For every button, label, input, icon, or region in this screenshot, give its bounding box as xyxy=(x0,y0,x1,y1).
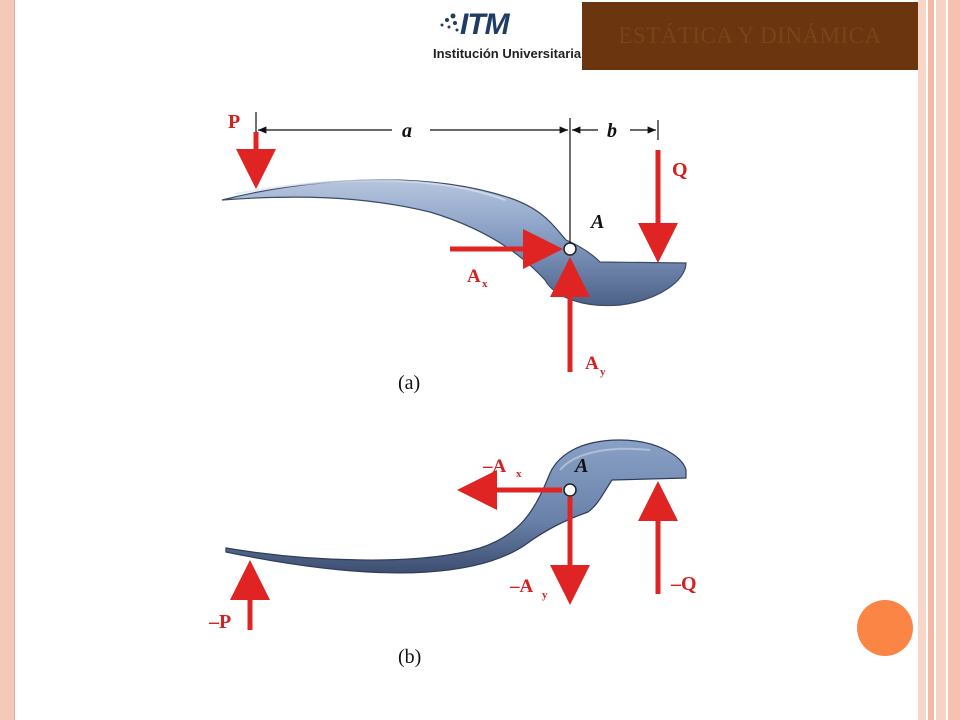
force-Ay-subscript: y xyxy=(600,366,606,378)
right-bar-2 xyxy=(928,0,934,720)
dim-b-label: b xyxy=(607,120,617,142)
dim-a-label: a xyxy=(402,120,412,142)
logo-mark: ITM xyxy=(460,8,510,41)
lever-a-body xyxy=(221,179,687,307)
pin-a-label: A xyxy=(589,211,604,233)
force-Ay-label: A xyxy=(585,353,599,374)
caption-a: (a) xyxy=(398,372,420,394)
institution-logo: ITM Institución Universitaria xyxy=(433,6,582,68)
force-Ax-label: A xyxy=(467,266,481,287)
right-bar-4 xyxy=(948,0,960,720)
lever-b-body xyxy=(225,439,687,574)
page-title: ESTÁTICA Y DINÁMICA xyxy=(618,23,882,48)
force-negAx-subscript: x xyxy=(516,468,522,480)
figure-b: –P –Q –A x –A y A (b) xyxy=(208,439,697,668)
accent-dot xyxy=(857,600,913,656)
figure-a: a b P Q A x A y A (a) xyxy=(221,111,688,394)
force-negP-label: –P xyxy=(208,611,231,633)
force-negAx-label: –A xyxy=(482,456,507,477)
title-banner: ESTÁTICA Y DINÁMICA xyxy=(582,2,918,70)
force-negAy-label: –A xyxy=(509,576,534,597)
logo-institution-text: Institución Universitaria xyxy=(433,46,582,61)
force-negAy-subscript: y xyxy=(542,589,548,601)
lever-b-highlight xyxy=(559,447,651,471)
pin-b-label: A xyxy=(573,455,588,477)
logo-dots-icon xyxy=(440,13,459,32)
left-decorative-stripe xyxy=(0,0,15,720)
force-Q-label: Q xyxy=(672,159,688,181)
right-decorative-bars xyxy=(918,0,960,720)
pin-a xyxy=(563,242,577,256)
pin-b xyxy=(563,483,577,497)
force-P-label: P xyxy=(228,111,240,133)
force-negQ-label: –Q xyxy=(670,573,697,595)
right-bar-3 xyxy=(936,0,946,720)
right-bar-1 xyxy=(918,0,926,720)
force-Ax-subscript: x xyxy=(482,278,488,290)
caption-b: (b) xyxy=(398,646,421,668)
